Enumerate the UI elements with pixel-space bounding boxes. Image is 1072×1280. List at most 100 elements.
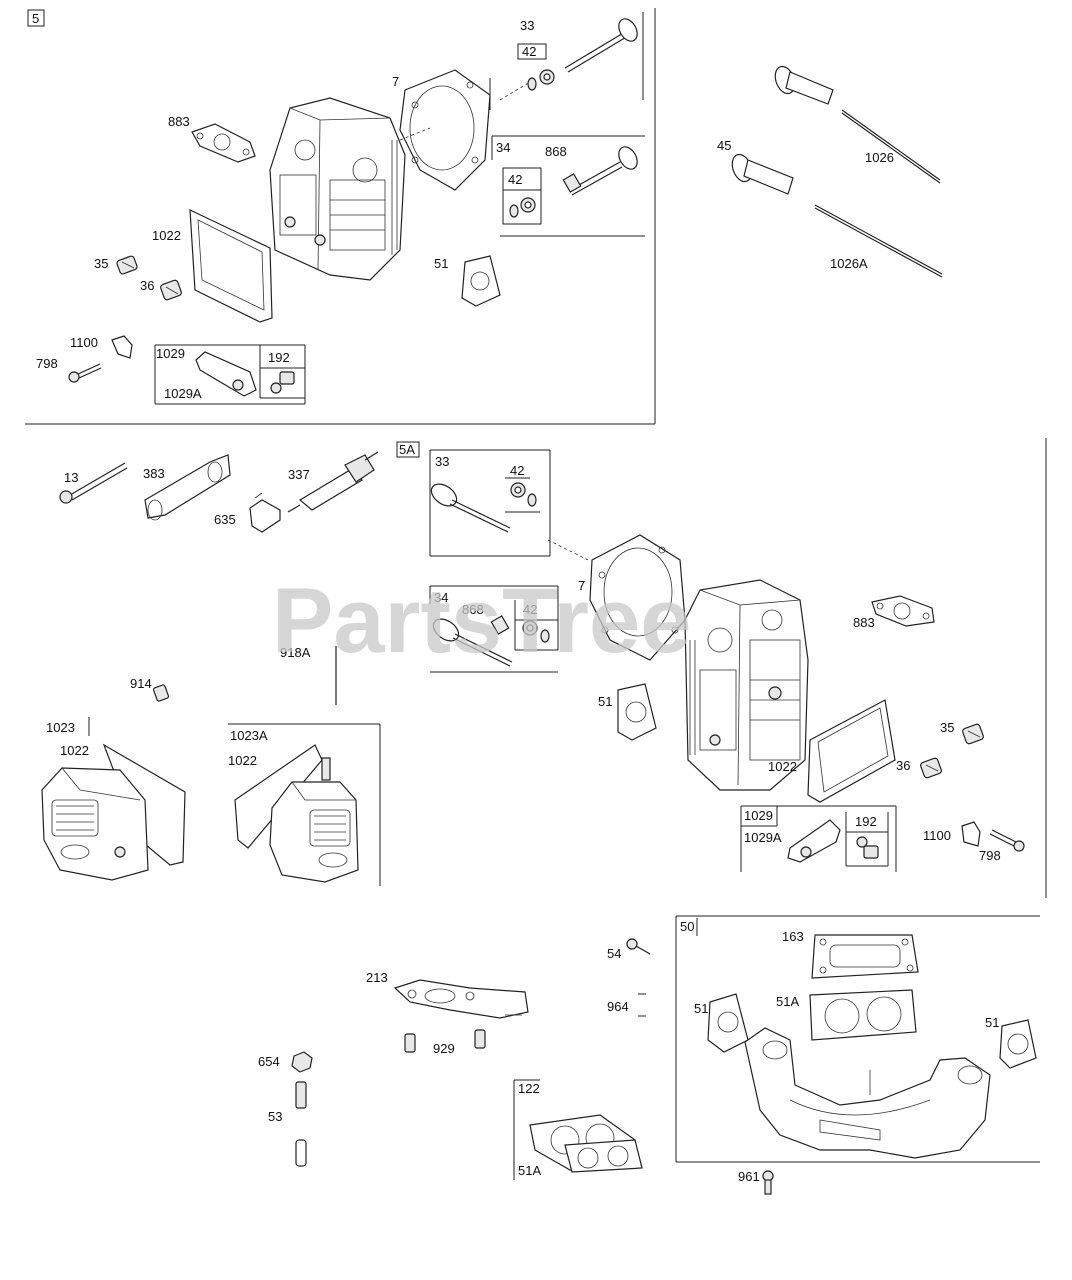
- label-7: 7: [392, 74, 399, 89]
- label-1026a: 1026A: [830, 256, 868, 271]
- label-42-d: 42: [523, 602, 537, 617]
- watermark: PartsTree: [272, 570, 691, 672]
- valve-keeper: [527, 69, 555, 91]
- label-1022-b: 1022: [228, 753, 257, 768]
- screw-54: [626, 938, 651, 955]
- exhaust-valve-b: [430, 482, 537, 533]
- label-868: 868: [545, 144, 567, 159]
- label-1100-b: 1100: [923, 828, 951, 843]
- label-42: 42: [522, 44, 536, 59]
- label-51: 51: [434, 256, 448, 271]
- label-51a-2: 51A: [776, 994, 799, 1009]
- exhaust-gasket-b: [617, 683, 657, 741]
- label-51-b: 51: [598, 694, 612, 709]
- head-gasket: [399, 69, 491, 191]
- intake-valve-b: [432, 615, 550, 667]
- spark-plug-boot: [249, 492, 281, 533]
- bolt-798-b: [989, 829, 1025, 852]
- intake-gasket-b: [871, 595, 935, 627]
- label-1022-c: 1022: [768, 759, 797, 774]
- label-42-b: 42: [508, 172, 522, 187]
- bracket-1100-b: [961, 821, 981, 847]
- nut-654: [291, 1051, 313, 1073]
- head-gasket-b: [589, 534, 686, 661]
- section-a: 5 33 42 7 34 868: [25, 8, 656, 425]
- valve-lifter-lower: [731, 153, 794, 195]
- gasket-51-right: [999, 1019, 1037, 1069]
- label-1026: 1026: [865, 150, 894, 165]
- label-36: 36: [140, 278, 154, 293]
- label-33: 33: [520, 18, 534, 33]
- label-34-b: 34: [434, 590, 448, 605]
- label-192-b: 192: [855, 814, 877, 829]
- label-51-d: 51: [985, 1015, 999, 1030]
- label-36-b: 36: [896, 758, 910, 773]
- label-918a: 918A: [280, 645, 311, 660]
- label-798-b: 798: [979, 848, 1001, 863]
- section-tag: 5: [32, 11, 39, 26]
- rocker-arm: [195, 351, 295, 397]
- rocker-cover: [41, 743, 186, 881]
- label-383: 383: [143, 466, 165, 481]
- label-51a: 51A: [518, 1163, 541, 1178]
- label-1029-b: 1029: [744, 808, 773, 823]
- label-1029: 1029: [156, 346, 185, 361]
- bolt-798: [68, 363, 102, 383]
- rocker-arm-b: [787, 819, 879, 863]
- label-192: 192: [268, 350, 290, 365]
- label-635: 635: [214, 512, 236, 527]
- label-1029a-b: 1029A: [744, 830, 782, 845]
- label-53: 53: [268, 1109, 282, 1124]
- head-bolt: [59, 462, 128, 504]
- rocker-cover-gasket-b: [807, 699, 896, 803]
- label-35-b: 35: [940, 720, 954, 735]
- screw-914: [152, 684, 170, 702]
- gasket-51a: [809, 989, 917, 1041]
- label-1100: 1100: [70, 335, 98, 350]
- label-883-b: 883: [853, 615, 875, 630]
- label-929: 929: [433, 1041, 455, 1056]
- rocker-cover-gasket: [189, 209, 273, 323]
- label-868-b: 868: [462, 602, 484, 617]
- exhaust-gasket: [461, 255, 501, 307]
- valve-lifter-upper: [774, 65, 834, 105]
- label-122: 122: [518, 1081, 540, 1096]
- label-1022-a: 1022: [60, 743, 89, 758]
- breather-36-b: [920, 757, 942, 779]
- intake-gasket: [191, 123, 256, 163]
- label-7-b: 7: [578, 578, 585, 593]
- exhaust-manifold: [744, 1027, 991, 1159]
- studs-929: [404, 1029, 486, 1053]
- intake-valve: [509, 146, 638, 218]
- label-51-c: 51: [694, 1001, 708, 1016]
- label-45: 45: [717, 138, 731, 153]
- label-1023: 1023: [46, 720, 75, 735]
- screw-961: [762, 1170, 774, 1195]
- exhaust-valve: [564, 18, 638, 73]
- cylinder-head-b: [684, 579, 809, 791]
- label-914: 914: [130, 676, 152, 691]
- label-964: 964: [607, 999, 629, 1014]
- section-tag-5a: 5A: [399, 442, 415, 457]
- stud-53: [295, 1081, 307, 1167]
- label-654: 654: [258, 1054, 280, 1069]
- section-c: 54 964 213 929 654 53: [258, 915, 1040, 1195]
- label-1029a: 1029A: [164, 386, 202, 401]
- heat-shield: [144, 454, 231, 521]
- label-961: 961: [738, 1169, 760, 1184]
- label-33-b: 33: [435, 454, 449, 469]
- cylinder-head: [269, 97, 406, 281]
- label-34: 34: [496, 140, 510, 155]
- section-b: 13 383 33 7 635 5A: [41, 438, 1047, 898]
- label-13: 13: [64, 470, 78, 485]
- push-rods: 1026 45 1026A: [717, 65, 943, 278]
- bracket-1100: [111, 335, 133, 359]
- gasket-163: [811, 934, 919, 979]
- label-163: 163: [782, 929, 804, 944]
- label-213: 213: [366, 970, 388, 985]
- gasket-set-122: [529, 1114, 643, 1173]
- gasket-51-left: [707, 993, 749, 1053]
- label-35: 35: [94, 256, 108, 271]
- label-42-c: 42: [510, 463, 524, 478]
